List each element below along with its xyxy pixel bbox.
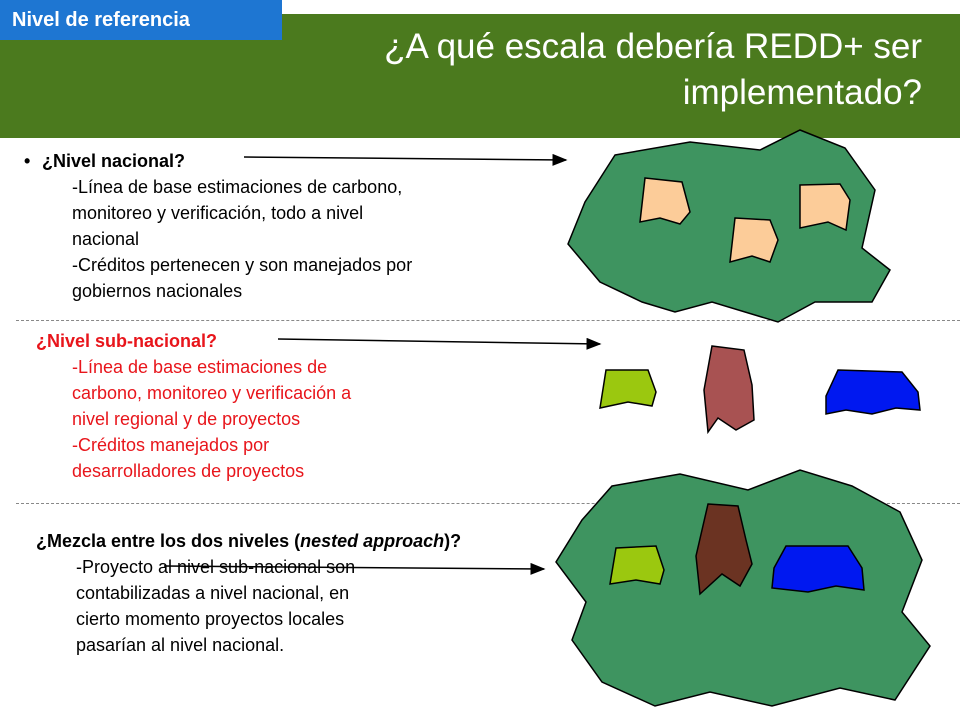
subnational-level-heading: ¿Nivel sub-nacional? bbox=[36, 331, 218, 351]
nested-approach-line: cierto momento proyectos locales bbox=[76, 609, 345, 629]
nested-heading-emphasis: nested approach bbox=[300, 531, 445, 551]
subnational-level-line: -Línea de base estimaciones de bbox=[72, 357, 328, 377]
subnational-level-line: carbono, monitoreo y verificación a bbox=[72, 383, 352, 403]
national-level-heading: • ¿Nivel nacional? bbox=[24, 148, 544, 174]
project-area-blue bbox=[825, 369, 921, 415]
national-level-line: -Créditos pertenecen y son manejados por bbox=[72, 255, 413, 275]
nested-approach-line: contabilizadas a nivel nacional, en bbox=[76, 583, 350, 603]
divider-1 bbox=[16, 320, 960, 321]
national-level-line: monitoreo y verificación, todo a nivel bbox=[72, 203, 364, 223]
subnational-level-line: nivel regional y de proyectos bbox=[72, 409, 301, 429]
national-level-line: nacional bbox=[72, 229, 140, 249]
nested-forest-map bbox=[555, 469, 931, 707]
project-area-blue bbox=[771, 545, 865, 593]
national-level-line: gobiernos nacionales bbox=[72, 281, 243, 301]
section-tag: Nivel de referencia bbox=[0, 0, 282, 40]
arrow-national bbox=[243, 153, 568, 166]
subnational-level-line: desarrolladores de proyectos bbox=[72, 461, 305, 481]
project-area-peach bbox=[799, 183, 851, 232]
subnational-level-line: -Créditos manejados por bbox=[72, 435, 270, 455]
slide-title: ¿A qué escala debería REDD+ ser implemen… bbox=[384, 27, 922, 112]
project-area-rose bbox=[703, 345, 755, 435]
nested-approach-line: pasarían al nivel nacional. bbox=[76, 635, 285, 655]
nested-approach-heading: ¿Mezcla entre los dos niveles (nested ap… bbox=[28, 528, 488, 554]
nested-approach-block: ¿Mezcla entre los dos niveles (nested ap… bbox=[28, 528, 488, 658]
project-area-lime bbox=[599, 369, 657, 409]
divider-2 bbox=[16, 503, 960, 504]
arrow-nested bbox=[163, 562, 546, 575]
nested-heading-pre: ¿Mezcla entre los dos niveles ( bbox=[36, 531, 301, 551]
national-level-heading-text: ¿Nivel nacional? bbox=[42, 151, 186, 171]
project-area-peach bbox=[639, 177, 691, 225]
nested-heading-post: )? bbox=[444, 531, 462, 551]
project-area-peach bbox=[729, 217, 779, 264]
arrow-subnational bbox=[277, 337, 602, 350]
project-area-brown bbox=[695, 503, 753, 596]
project-area-lime bbox=[609, 545, 665, 585]
bullet-dot: • bbox=[24, 151, 31, 171]
national-level-line: -Línea de base estimaciones de carbono, bbox=[72, 177, 403, 197]
national-level-block: • ¿Nivel nacional? -Línea de base estimac… bbox=[24, 148, 544, 304]
subnational-level-block: ¿Nivel sub-nacional? -Línea de base esti… bbox=[30, 328, 490, 484]
